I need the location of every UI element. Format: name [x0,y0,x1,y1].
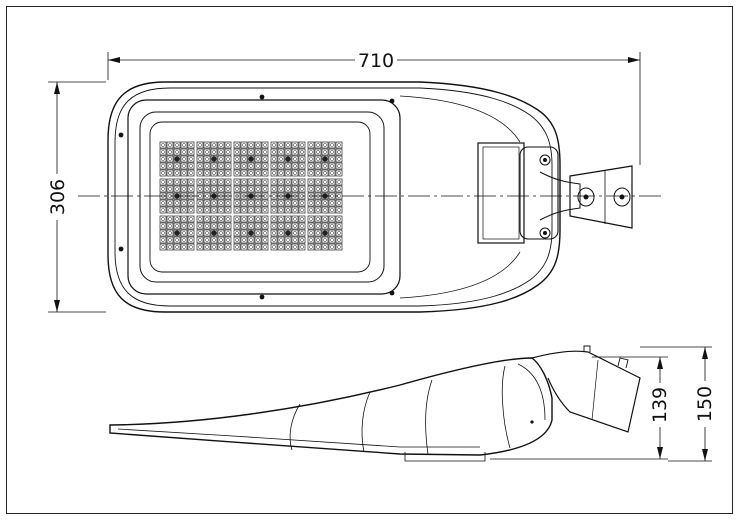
side-view [109,345,641,462]
dimension-710: 710 [107,50,641,165]
dimension-label-total-height: 150 [694,386,716,422]
mounting-bracket-top [477,142,633,244]
drawing-border [6,6,733,514]
housing-outline [107,81,561,313]
dimension-label-width: 306 [47,179,69,215]
top-view [78,81,662,313]
side-housing-outline [109,357,553,456]
dimension-label-bracket-height: 139 [649,387,671,423]
optic-frame [127,99,401,295]
dimension-150: 150 [640,346,716,462]
housing-screws [118,94,395,300]
mounting-bracket-side [531,345,641,433]
dimension-139: 139 [490,356,671,460]
dimension-label-length: 710 [358,50,394,72]
dimension-306: 306 [47,81,106,313]
